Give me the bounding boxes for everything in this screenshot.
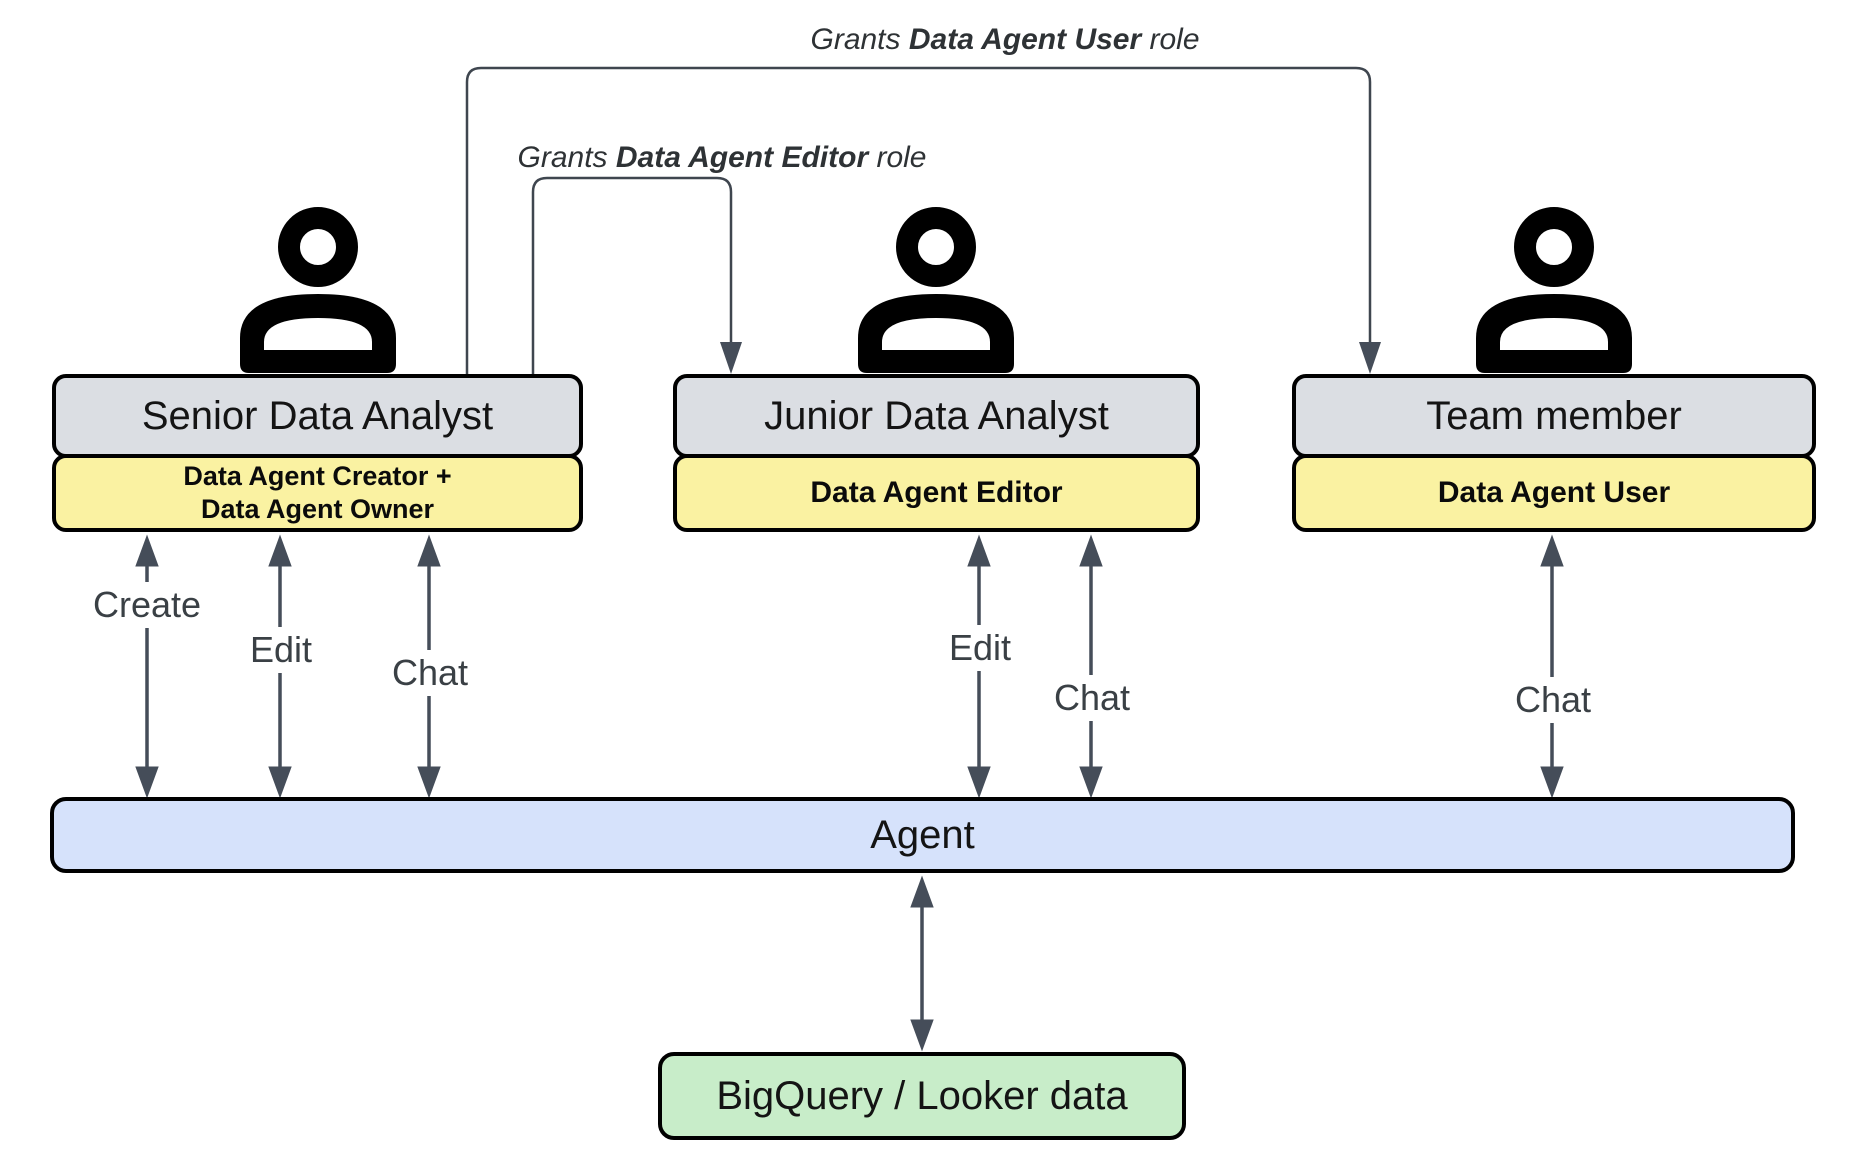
role-line: Data Agent User: [1437, 476, 1671, 509]
grant-editor-role: Data Agent Editor: [615, 141, 869, 174]
grant-editor-prefix: Grants: [517, 141, 616, 174]
role-line: Data Agent Creator +: [183, 461, 452, 492]
person-icon: [1476, 207, 1632, 373]
grant-editor-suffix: role: [868, 141, 927, 174]
actor-name-label: Senior Data Analyst: [141, 393, 494, 438]
grant-user-connector: [465, 66, 1381, 376]
grant-user-prefix: Grants: [810, 23, 909, 56]
role-line: Data Agent Editor: [810, 476, 1063, 509]
agent-bar: Agent: [50, 797, 1795, 873]
agent-label: Agent: [870, 812, 975, 857]
grant-user-label: Grants Data Agent User role: [810, 23, 1199, 57]
actor-box-junior-data-analyst: Junior Data Analyst: [673, 374, 1200, 458]
actor-name-label: Junior Data Analyst: [764, 393, 1109, 438]
arrowhead-down-icon: [720, 342, 742, 374]
grant-editor-label: Grants Data Agent Editor role: [518, 141, 927, 175]
arrowhead-down-icon: [1359, 342, 1381, 374]
edit-label-senior: Edit: [239, 627, 323, 673]
role-box-senior: Data Agent Creator + Data Agent Owner: [52, 454, 583, 532]
role-line: Data Agent Owner: [200, 494, 435, 524]
chat-label-team: Chat: [1504, 677, 1602, 723]
person-icon: [858, 207, 1014, 373]
actor-box-team-member: Team member: [1292, 374, 1816, 458]
chat-label-junior: Chat: [1043, 675, 1141, 721]
chat-arrow-team: [1540, 534, 1564, 799]
chat-arrow-junior: [1079, 534, 1103, 799]
actor-name-label: Team member: [1426, 393, 1682, 438]
create-label: Create: [82, 582, 212, 628]
role-box-junior: Data Agent Editor: [673, 454, 1200, 532]
person-icon: [240, 207, 396, 373]
create-arrow: [135, 534, 159, 799]
datastore-label: BigQuery / Looker data: [716, 1073, 1128, 1118]
agent-data-arrow: [910, 875, 934, 1052]
grant-user-role: Data Agent User: [908, 23, 1142, 56]
role-box-team: Data Agent User: [1292, 454, 1816, 532]
actor-box-senior-data-analyst: Senior Data Analyst: [52, 374, 583, 458]
datastore-box: BigQuery / Looker data: [658, 1052, 1186, 1140]
grant-user-suffix: role: [1141, 23, 1200, 56]
grant-editor-connector: [531, 176, 742, 376]
chat-label-senior: Chat: [381, 650, 479, 696]
edit-label-junior: Edit: [938, 625, 1022, 671]
